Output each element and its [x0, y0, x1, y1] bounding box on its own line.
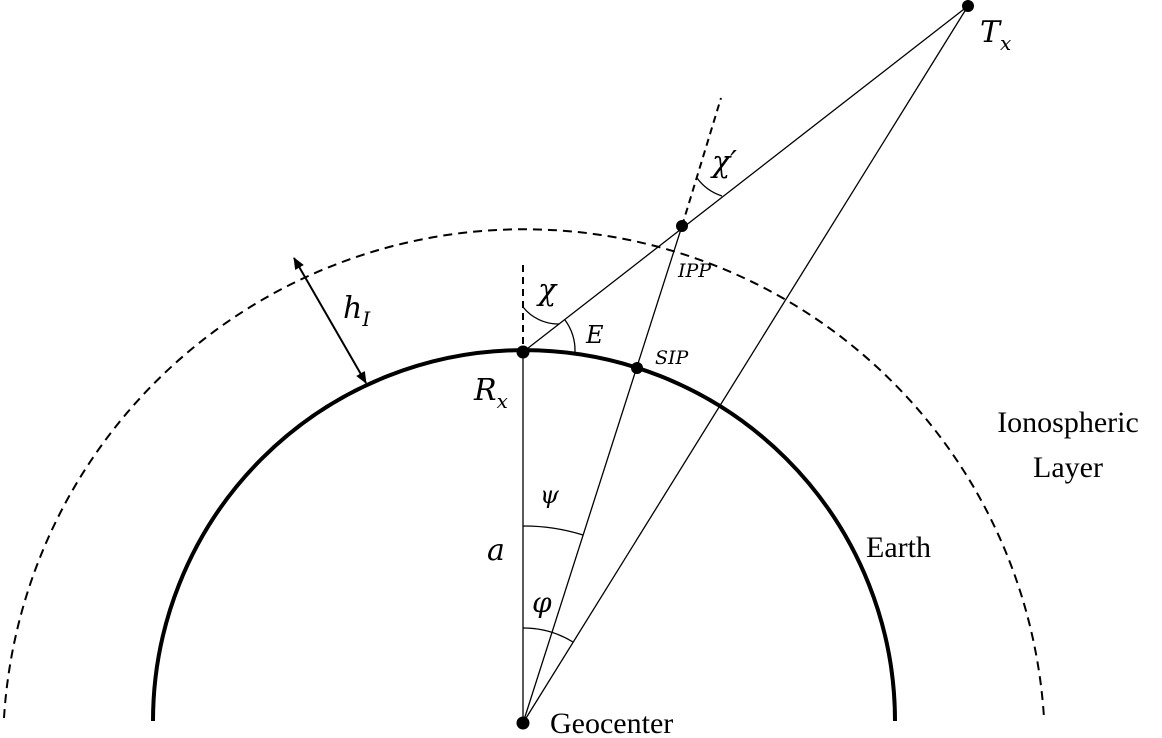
- sip-point: [631, 362, 643, 374]
- angle-arc-elevation: [564, 319, 576, 353]
- receiver-point: [516, 345, 530, 359]
- earth-label: Earth: [866, 531, 931, 564]
- sip-label: SIP: [655, 347, 690, 369]
- angle-arc-phi: [522, 627, 574, 643]
- chi-prime-label: χ′: [710, 145, 737, 180]
- ionospheric-layer-arc: [3, 228, 1045, 719]
- iono-height-arrow: [293, 257, 367, 384]
- ipp-zenith-line: [681, 97, 722, 227]
- ionospheric-layer-label-line1: Ionospheric: [997, 406, 1139, 439]
- earth-radius-label: a: [487, 533, 505, 568]
- psi-label: ψ: [540, 481, 560, 509]
- receiver-label: Rx: [473, 373, 508, 413]
- phi-label: φ: [532, 586, 552, 619]
- angle-arc-psi: [522, 525, 584, 536]
- geocenter-point: [516, 716, 530, 730]
- geocenter-to-transmitter-line: [522, 5, 969, 724]
- ionospheric-layer-label-line2: Layer: [1033, 451, 1103, 484]
- transmitter-point: [962, 0, 974, 12]
- iono-height-label: hI: [343, 291, 371, 331]
- chi-label: χ: [536, 273, 558, 308]
- ipp-point: [676, 220, 688, 232]
- earth-surface-arc: [151, 348, 897, 722]
- elevation-label: E: [585, 321, 604, 349]
- geocenter-to-ipp-line: [522, 225, 683, 724]
- transmitter-label: Tx: [980, 15, 1011, 55]
- angle-arc-chi-prime: [696, 177, 723, 197]
- line-of-sight: [522, 5, 969, 353]
- ipp-label: IPP: [677, 260, 712, 282]
- geocenter-label: Geocenter: [550, 707, 673, 738]
- angle-arc-chi: [522, 306, 560, 325]
